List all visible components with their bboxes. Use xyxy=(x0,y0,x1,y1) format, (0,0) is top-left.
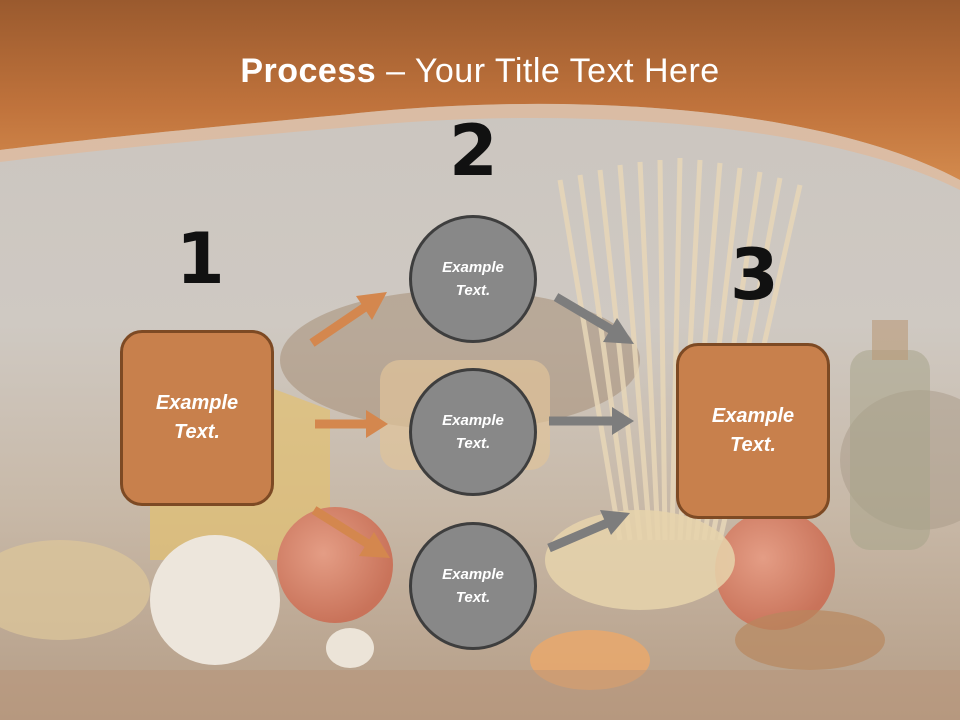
step-number-3: 3 xyxy=(730,234,779,316)
step-2-circle-middle: Example Text. xyxy=(409,368,537,496)
arrow-right-up-orange xyxy=(309,292,387,347)
arrow-right-orange xyxy=(315,410,388,438)
arrow-right-down-gray xyxy=(553,293,634,344)
arrow-right-gray xyxy=(549,407,634,435)
box-text-line1: Example xyxy=(711,405,795,427)
box-text-line2: Text. xyxy=(730,434,776,456)
circle-text-line2: Text. xyxy=(455,589,491,606)
step-2-circle-bottom: Example Text. xyxy=(409,522,537,650)
step-1-box: Example Text. xyxy=(120,330,274,506)
circle-text-line1: Example xyxy=(442,412,504,429)
step-number-2: 2 xyxy=(449,110,498,192)
circle-text-line1: Example xyxy=(442,259,504,276)
title-bold: Process xyxy=(240,52,377,90)
title-rest: – Your Title Text Here xyxy=(376,52,720,90)
circle-text-line2: Text. xyxy=(455,435,491,452)
step-3-box: Example Text. xyxy=(676,343,830,519)
circle-text-line1: Example xyxy=(442,566,504,583)
box-text-line2: Text. xyxy=(174,421,220,443)
box-text-line1: Example xyxy=(155,392,239,414)
circle-text-line2: Text. xyxy=(455,282,491,299)
slide-title: Process – Your Title Text Here xyxy=(0,52,960,91)
arrow-right-up-gray xyxy=(547,510,630,553)
step-2-circle-top: Example Text. xyxy=(409,215,537,343)
arrow-right-down-orange xyxy=(311,506,390,558)
step-number-1: 1 xyxy=(176,218,225,300)
